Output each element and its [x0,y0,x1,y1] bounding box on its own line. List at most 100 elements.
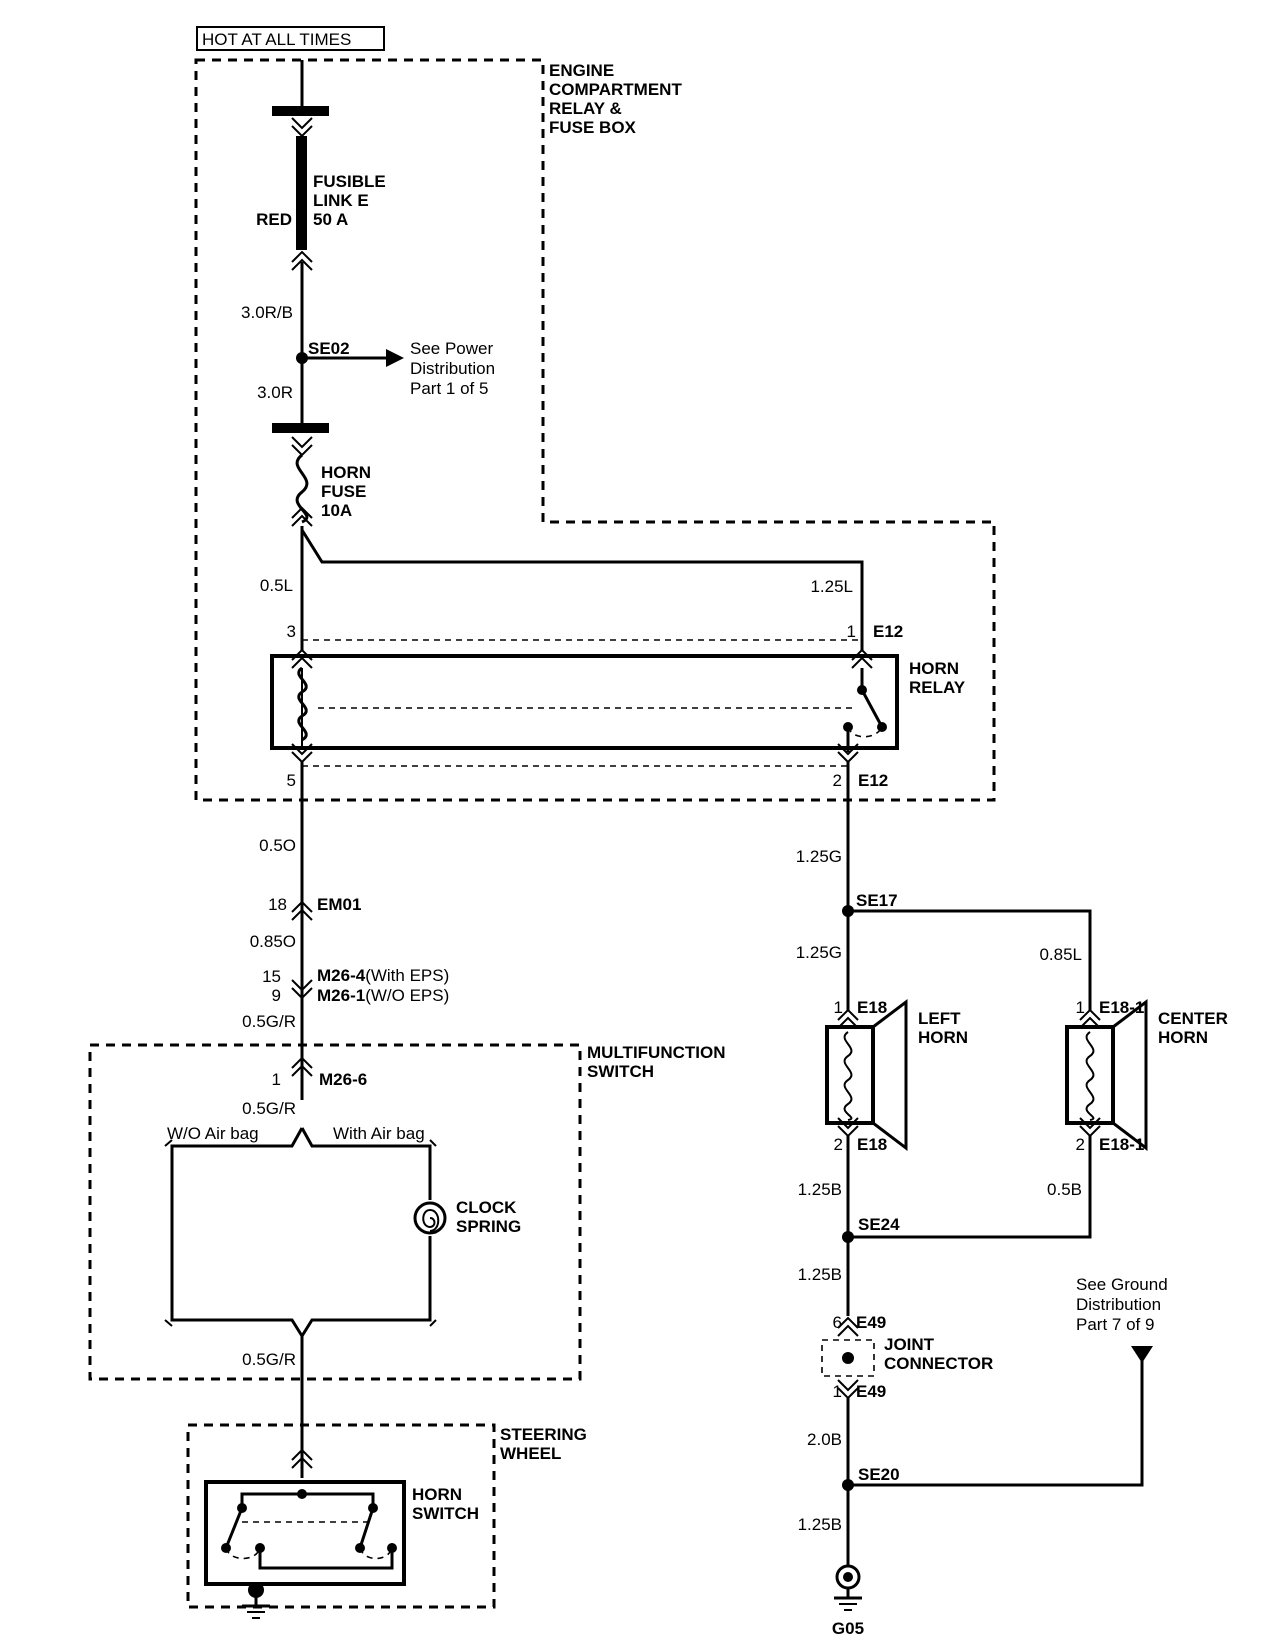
relay-pin3: 3 [287,622,296,641]
wire-125g-a-label: 1.25G [796,847,842,866]
svg-text:E49: E49 [856,1313,886,1332]
horn-switch-label: HORN SWITCH [412,1485,479,1523]
svg-text:HORN: HORN [321,463,371,482]
em01-pin: 18 [268,895,287,914]
svg-text:E49: E49 [856,1382,886,1401]
horn-switch-contact-left-icon [224,1507,244,1549]
clock-spring-label: CLOCK SPRING [456,1198,521,1236]
wire-ground-distribution [848,1354,1144,1487]
splice-se20-label: SE20 [858,1465,900,1484]
wire-085l-label: 0.85L [1039,945,1082,964]
svg-text:Part 7 of 9: Part 7 of 9 [1076,1315,1154,1334]
svg-text:CONNECTOR: CONNECTOR [884,1354,993,1373]
ground-g05-icon [834,1564,862,1611]
relay-conn-bottom: E12 [858,771,888,790]
center-horn: 1 E18-1 2 E18-1 CENTER HORN [1065,998,1228,1154]
svg-text:E18: E18 [857,1135,887,1154]
svg-text:E18-1: E18-1 [1099,1135,1144,1154]
hot-at-all-times-label: HOT AT ALL TIMES [202,30,351,49]
wire-125l [300,529,864,650]
left-horn-icon [871,998,908,1152]
svg-text:Distribution: Distribution [410,359,495,378]
relay-body [270,654,899,750]
steering-wheel-outline [186,1423,496,1609]
svg-text:STEERING: STEERING [500,1425,587,1444]
joint-connector: 6 E49 1 E49 JOINT CONNECTOR [821,1313,993,1401]
m26-4-label: M26-4(With EPS) [317,966,449,985]
svg-text:FUSE: FUSE [321,482,366,501]
svg-text:RELAY: RELAY [909,678,966,697]
relay-contact-icon [860,689,884,728]
svg-text:Part 1 of 5: Part 1 of 5 [410,379,488,398]
center-horn-icon [1111,998,1148,1152]
wire-085o-label: 0.85O [250,932,296,951]
svg-text:See Power: See Power [410,339,493,358]
em01-label: EM01 [317,895,361,914]
m26-6-label: M26-6 [319,1070,367,1089]
svg-text:CLOCK: CLOCK [456,1198,517,1217]
wire-085l [848,909,1092,1010]
wire-125b-a-label: 1.25B [798,1180,842,1199]
relay-pin5: 5 [287,771,296,790]
fusible-link [296,136,307,250]
svg-text:MULTIFUNCTION: MULTIFUNCTION [587,1043,726,1062]
wire-05b-label: 0.5B [1047,1180,1082,1199]
horn-switch[interactable] [204,1480,406,1586]
wire-05gr-top-label: 0.5G/R [242,1012,296,1031]
joint-connector-icon [842,1352,854,1364]
see-ground-note: See Ground Distribution Part 7 of 9 [1076,1275,1168,1334]
m26-pin9: 9 [272,986,281,1005]
svg-text:SWITCH: SWITCH [587,1062,654,1081]
relay-pin1: 1 [847,622,856,641]
ground-g05-label: G05 [832,1619,864,1638]
svg-text:LINK E: LINK E [313,191,369,210]
connector-fl-top [291,117,313,138]
splice-se02-label: SE02 [308,339,350,358]
m26-pin15: 15 [262,967,281,986]
svg-text:Distribution: Distribution [1076,1295,1161,1314]
connector-fuse-top [291,436,313,457]
svg-text:RED: RED [256,210,292,229]
svg-text:2: 2 [834,1135,843,1154]
svg-text:2: 2 [1076,1135,1085,1154]
busbar-fuse [272,423,329,433]
m26-1-label: M26-1(W/O EPS) [317,986,449,1005]
svg-text:HORN: HORN [1158,1028,1208,1047]
wire-05b [848,1136,1092,1239]
m26-6-pin: 1 [272,1070,281,1089]
svg-text:SWITCH: SWITCH [412,1504,479,1523]
multifunction-switch-outline [88,1043,582,1381]
svg-text:LEFT: LEFT [918,1009,961,1028]
svg-text:COMPARTMENT: COMPARTMENT [549,80,682,99]
steering-wheel-title: STEERING WHEEL [500,1425,587,1463]
left-horn: 1 E18 2 E18 LEFT HORN [825,998,968,1154]
svg-text:ENGINE: ENGINE [549,61,614,80]
svg-text:WHEEL: WHEEL [500,1444,561,1463]
splice-se24 [842,1231,854,1243]
clock-spring-icon [413,1201,447,1235]
svg-text:See Ground: See Ground [1076,1275,1168,1294]
steering-ground-icon [242,1582,270,1619]
em01-connector-icon [291,900,313,921]
m26-6-connector-icon [291,1056,313,1077]
svg-text:1: 1 [834,998,843,1017]
wo-airbag-path [170,1127,304,1337]
horn-fuse-icon [295,453,309,524]
multifunction-switch-title: MULTIFUNCTION SWITCH [587,1043,726,1081]
engine-box-title: ENGINE COMPARTMENT RELAY & FUSE BOX [549,61,682,137]
ground-distribution-arrow-icon [1131,1346,1153,1363]
svg-text:FUSIBLE: FUSIBLE [313,172,386,191]
wo-airbag-label: W/O Air bag [167,1124,259,1143]
wire-05gr-inner-label: 0.5G/R [242,1099,296,1118]
relay-pin2: 2 [833,771,842,790]
svg-text:E18: E18 [857,998,887,1017]
relay-conn-top: E12 [873,622,903,641]
wire-20b-label: 2.0B [807,1430,842,1449]
busbar-top [272,106,329,116]
wire-125b-c-label: 1.25B [798,1515,842,1534]
see-power-note: See Power Distribution Part 1 of 5 [410,339,495,398]
svg-text:1: 1 [1076,998,1085,1017]
wire-30rb-label: 3.0R/B [241,303,293,322]
wire-125g-b-label: 1.25G [796,943,842,962]
